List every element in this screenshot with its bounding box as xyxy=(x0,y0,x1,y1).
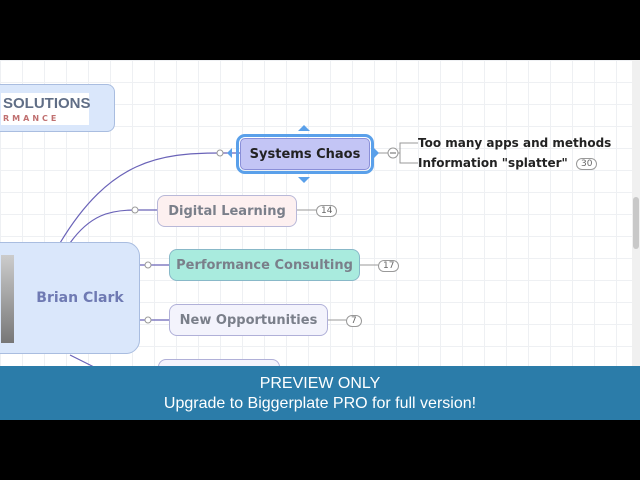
count-badge[interactable]: 14 xyxy=(316,205,338,217)
central-topic[interactable]: Brian Clark xyxy=(0,242,140,354)
banner-upgrade-text: Upgrade to Biggerplate PRO for full vers… xyxy=(163,395,477,412)
mind-map-canvas[interactable]: SOLUTIONS RMANCE Brian Clark Systems Chao… xyxy=(0,60,640,420)
topic-label: Performance Consulting xyxy=(176,257,353,273)
preview-banner: PREVIEW ONLY Upgrade to Biggerplate PRO … xyxy=(0,366,640,420)
vertical-scrollbar[interactable] xyxy=(632,60,640,366)
logo-subtext: RMANCE xyxy=(3,114,60,123)
count-badge[interactable]: 17 xyxy=(378,260,400,272)
count-badge[interactable]: 7 xyxy=(346,315,362,327)
scrollbar-thumb[interactable] xyxy=(633,197,639,249)
topic-performance-consulting[interactable]: Performance Consulting xyxy=(169,249,360,281)
topic-systems-chaos[interactable]: Systems Chaos xyxy=(236,134,374,174)
topic-label: Digital Learning xyxy=(168,203,286,219)
logo-text: SOLUTIONS xyxy=(3,95,91,112)
logo-node[interactable]: SOLUTIONS RMANCE xyxy=(0,84,115,132)
topic-new-opportunities[interactable]: New Opportunities xyxy=(169,304,328,336)
subtopic[interactable]: Too many apps and methods xyxy=(418,136,612,150)
count-badge[interactable]: 30 xyxy=(576,158,598,170)
logo-image: SOLUTIONS RMANCE xyxy=(1,93,91,125)
topic-digital-learning[interactable]: Digital Learning xyxy=(157,195,297,227)
topic-label: New Opportunities xyxy=(179,312,318,328)
central-topic-label: Brian Clark xyxy=(36,290,124,306)
banner-title: PREVIEW ONLY xyxy=(259,375,381,392)
connectors xyxy=(59,125,418,371)
subtopic[interactable]: Information "splatter" xyxy=(418,156,568,170)
photo-image xyxy=(1,255,14,343)
topic-label: Systems Chaos xyxy=(249,146,361,162)
